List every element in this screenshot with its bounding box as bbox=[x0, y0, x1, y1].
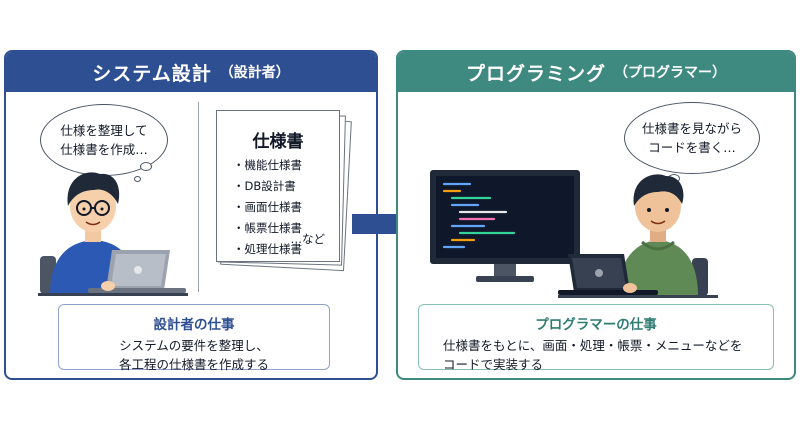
monitor-code-icon bbox=[430, 170, 580, 282]
programmer-job-text: 仕様書をもとに、画面・処理・帳票・メニューなどを コードで実装する bbox=[419, 336, 773, 374]
designer-job-title: 設計者の仕事 bbox=[153, 317, 235, 333]
designer-thought-bubble: 仕様を整理して 仕様書を作成… bbox=[40, 104, 168, 176]
designer-job-line-1: システムの要件を整理し、 bbox=[119, 338, 269, 353]
programmer-panel-title: プログラミング bbox=[465, 62, 606, 85]
spec-document-item: 帳票仕様書 bbox=[233, 218, 303, 239]
programmer-panel-role: （プログラマー） bbox=[614, 65, 726, 81]
spec-document-item: 画面仕様書 bbox=[233, 197, 303, 218]
spec-document-item: 機能仕様書 bbox=[233, 155, 303, 176]
spec-document-title: 仕様書 bbox=[252, 132, 304, 152]
programmer-thought-line-1: 仕様書を見ながら bbox=[641, 121, 742, 136]
programmer-panel-header: プログラミング （プログラマー） bbox=[398, 52, 794, 92]
designer-job-box: 設計者の仕事 システムの要件を整理し、 各工程の仕様書を作成する bbox=[58, 304, 330, 372]
spec-document-item: DB設計書 bbox=[233, 176, 302, 197]
document-stack-icon: 仕様書 機能仕様書 DB設計書 画面仕様書 帳票仕様書 処理仕様書 …など bbox=[216, 110, 340, 262]
designer-panel-role: （設計者） bbox=[219, 65, 290, 81]
designer-person-icon bbox=[38, 172, 188, 296]
designer-panel-header: システム設計 （設計者） bbox=[6, 52, 376, 92]
programmer-job-line-1: 仕様書をもとに、画面・処理・帳票・メニューなどを bbox=[443, 338, 743, 353]
designer-panel-title: システム設計 bbox=[92, 62, 212, 85]
spec-document-list: 機能仕様書 DB設計書 画面仕様書 帳票仕様書 処理仕様書 bbox=[233, 155, 303, 260]
designer-panel: システム設計 （設計者） 仕様を整理して 仕様書を作成… bbox=[4, 50, 378, 380]
programmer-job-box: プログラマーの仕事 仕様書をもとに、画面・処理・帳票・メニューなどを コードで実… bbox=[418, 304, 774, 372]
designer-job-line-2: 各工程の仕様書を作成する bbox=[118, 357, 269, 372]
designer-thought-dot-small bbox=[134, 176, 141, 182]
programmer-person-icon bbox=[558, 174, 718, 298]
designer-divider bbox=[198, 102, 199, 292]
designer-thought-line-1: 仕様を整理して bbox=[60, 123, 148, 138]
designer-job-text: システムの要件を整理し、 各工程の仕様書を作成する bbox=[59, 336, 329, 374]
programmer-panel: プログラミング （プログラマー） 仕様書を見ながら コードを書く… bbox=[396, 50, 796, 380]
programmer-job-line-2: コードで実装する bbox=[443, 357, 544, 372]
spec-document-etc: …など bbox=[290, 232, 326, 246]
designer-thought-dot-large bbox=[140, 162, 152, 171]
programmer-thought-line-2: コードを書く… bbox=[648, 140, 736, 155]
designer-thought-line-2: 仕様書を作成… bbox=[60, 142, 148, 157]
programmer-job-title: プログラマーの仕事 bbox=[535, 317, 657, 333]
programmer-thought-bubble: 仕様書を見ながら コードを書く… bbox=[624, 102, 760, 174]
spec-document-item: 処理仕様書 bbox=[233, 239, 303, 260]
